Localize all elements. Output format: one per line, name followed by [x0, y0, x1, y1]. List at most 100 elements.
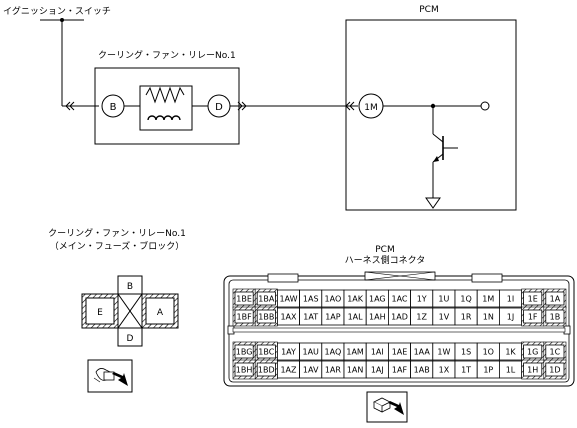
- pcm-pin-label: 1BG: [236, 348, 253, 357]
- pcm-connector-title: PCM: [375, 245, 394, 255]
- pcm-pin-label: 1E: [528, 295, 538, 304]
- pcm-pin-label: 1AV: [303, 366, 319, 375]
- pcm-pin-label: 1AD: [391, 313, 408, 322]
- pcm-pin-cell: [523, 344, 543, 359]
- pcm-pin-label: 1AS: [303, 295, 319, 304]
- pcm-pin-label: 1C: [550, 348, 561, 357]
- pcm-pin-label: 1A: [550, 295, 561, 304]
- pcm-pin-label: 1H: [527, 366, 538, 375]
- pcm-pin-label: 1X: [439, 366, 450, 375]
- pcm-pin-label: 1G: [527, 348, 538, 357]
- relay-pin-e-label: E: [97, 308, 103, 318]
- pcm-pin-label: 1AE: [392, 348, 408, 357]
- pcm-pin-cell: [234, 309, 254, 324]
- pcm-pin-label: 1W: [437, 348, 450, 357]
- pcm-label: PCM: [419, 5, 438, 15]
- pcm-pin-label: 1AJ: [371, 366, 384, 375]
- pcm-pin-cell: [523, 362, 543, 377]
- pcm-pin-label: 1AZ: [280, 366, 297, 375]
- coil-symbol: [147, 115, 181, 121]
- terminal-b-label: B: [110, 102, 117, 113]
- pcm-pin-label: 1R: [461, 313, 472, 322]
- pcm-pin-label: 1AN: [347, 366, 364, 375]
- pcm-pin-cell: [256, 362, 276, 377]
- pcm-pin-label: 1AG: [369, 295, 386, 304]
- pcm-pin-label: 1V: [439, 313, 450, 322]
- pcm-pin-label: 1AH: [369, 313, 386, 322]
- pcm-connector-icon: [366, 391, 408, 423]
- pcm-pin-label: 1BB: [258, 313, 274, 322]
- pcm-pin-cell: [545, 344, 565, 359]
- terminal-d-label: D: [215, 102, 223, 113]
- pcm-pin-label: 1Z: [416, 313, 427, 322]
- pcm-pin-label: 1M: [482, 295, 494, 304]
- relay-pin-b-label: B: [127, 282, 133, 292]
- pcm-pin-label: 1B: [550, 313, 561, 322]
- pcm-connector-sub: ハーネス側コネクタ: [345, 254, 426, 266]
- pcm-pin-label: 1F: [528, 313, 538, 322]
- ignition-switch-label: イグニッション・スイッチ: [3, 5, 111, 17]
- pcm-pin-cell: [545, 309, 565, 324]
- relay-connector-icon: [87, 359, 133, 393]
- pcm-pin-label: 1S: [461, 348, 471, 357]
- pcm-pin-label: 1O: [483, 348, 494, 357]
- pcm-terminal-label: 1M: [364, 103, 378, 113]
- pcm-pin-cell: [256, 344, 276, 359]
- pcm-pin-label: 1AP: [325, 313, 341, 322]
- relay-internal-circuit: [139, 85, 193, 131]
- relay-location-title: クーリング・ファン・リレーNo.1: [48, 227, 186, 239]
- relay-pin-d-label: D: [127, 334, 134, 344]
- pcm-pin-label: 1AW: [279, 295, 297, 304]
- pcm-pin-label: 1BF: [237, 313, 253, 322]
- connector-mark-b: [65, 101, 75, 111]
- relay-name-label: クーリング・ファン・リレーNo.1: [98, 49, 236, 61]
- pcm-pin-label: 1D: [549, 366, 560, 375]
- pcm-pin-label: 1L: [506, 366, 516, 375]
- pcm-pin-cell: [523, 291, 543, 306]
- ground-symbol: [425, 197, 441, 209]
- ignition-node: [60, 18, 64, 22]
- pcm-pin-label: 1J: [507, 313, 514, 322]
- pcm-pin-label: 1T: [461, 366, 471, 375]
- pcm-pin-label: 1AQ: [325, 348, 342, 357]
- pcm-pin-label: 1BC: [258, 348, 274, 357]
- transistor-emitter-arrow: [433, 156, 439, 162]
- transistor-collector: [432, 133, 444, 143]
- pcm-pin-label: 1BE: [236, 295, 252, 304]
- pcm-pin-cell: [234, 344, 254, 359]
- pcm-pin-label: 1AM: [346, 348, 364, 357]
- pcm-pin-label: 1Q: [460, 295, 471, 304]
- pcm-pin-label: 1K: [505, 348, 516, 357]
- pcm-pin-cell: [545, 362, 565, 377]
- pcm-pin-label: 1AB: [414, 366, 430, 375]
- relay-pin-a: [145, 297, 175, 325]
- pcm-pin-label: 1BA: [258, 295, 275, 304]
- pcm-pin-label: 1AR: [325, 366, 342, 375]
- pcm-pin-label: 1P: [483, 366, 493, 375]
- resistor-symbol: [145, 86, 185, 104]
- pcm-pin-label: 1BD: [258, 366, 275, 375]
- pcm-pin-label: 1AY: [281, 348, 296, 357]
- pcm-pin-label: 1AI: [371, 348, 384, 357]
- pcm-pin-label: 1AC: [391, 295, 407, 304]
- pcm-pin-cell: [234, 362, 254, 377]
- pcm-pin-label: 1N: [483, 313, 494, 322]
- pcm-pin-label: 1BH: [236, 366, 253, 375]
- pcm-pin-cell: [256, 309, 276, 324]
- pcm-pin-label: 1U: [438, 295, 449, 304]
- pcm-pin-label: 1AT: [303, 313, 318, 322]
- pcm-pin-label: 1AK: [347, 295, 364, 304]
- relay-center-cross-2: [117, 293, 143, 329]
- pcm-pin-label: 1AL: [348, 313, 364, 322]
- pcm-pin-cell: [523, 309, 543, 324]
- pcm-box: [345, 19, 517, 211]
- pcm-output-terminal: [480, 101, 490, 111]
- pcm-pin-label: 1AA: [414, 348, 431, 357]
- pcm-pin-label: 1I: [507, 295, 514, 304]
- relay-connector-face: B D E A: [81, 275, 179, 347]
- pcm-pin-label: 1AO: [325, 295, 342, 304]
- pcm-pin-label: 1AX: [280, 313, 297, 322]
